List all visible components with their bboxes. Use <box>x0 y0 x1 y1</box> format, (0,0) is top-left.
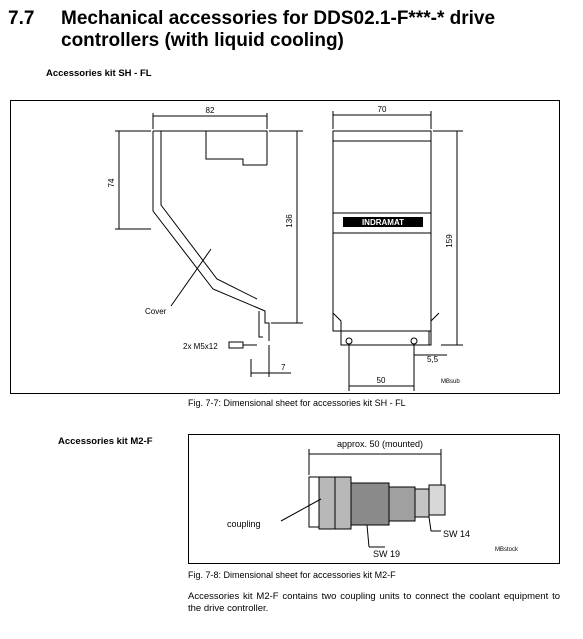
dim-159: 159 <box>445 234 454 248</box>
dim-50: 50 <box>377 376 386 385</box>
coupling-label: coupling <box>227 519 261 529</box>
approx-label: approx. 50 (mounted) <box>337 439 423 449</box>
dim-5-5: 5,5 <box>427 355 439 364</box>
kit2-heading: Accessories kit M2-F <box>58 436 153 447</box>
sw14-label: SW 14 <box>443 529 470 539</box>
sw19-label: SW 19 <box>373 549 400 559</box>
section-number: 7.7 <box>8 8 35 29</box>
section-title: Mechanical accessories for DDS02.1-F***-… <box>61 8 496 51</box>
kit1-caption: Fig. 7-7: Dimensional sheet for accessor… <box>188 398 406 408</box>
dim-7: 7 <box>281 363 286 372</box>
indramat-logo-plate <box>343 217 423 227</box>
dim-136: 136 <box>285 214 294 228</box>
kit1-heading: Accessories kit SH - FL <box>46 68 152 79</box>
kit2-caption: Fig. 7-8: Dimensional sheet for accessor… <box>188 570 396 580</box>
kit2-drawing: approx. 50 (mounted) coupling SW 19 SW 1… <box>227 439 519 559</box>
dim-74: 74 <box>107 178 116 187</box>
cover-label: Cover <box>145 307 167 316</box>
kit2-stamp: MBstock <box>495 547 519 553</box>
body-paragraph: Accessories kit M2-F contains two coupli… <box>188 591 560 614</box>
kit1-drawing: INDRAMAT 82 70 74 136 159 7 50 5,5 Cover… <box>107 105 463 391</box>
indramat-logo: INDRAMAT <box>362 218 404 227</box>
figure-kit-sh-fl: INDRAMAT 82 70 74 136 159 7 50 5,5 Cover… <box>10 100 560 394</box>
dim-82: 82 <box>206 106 215 115</box>
kit1-stamp: MBsub <box>441 379 460 385</box>
figure-kit-m2-f: approx. 50 (mounted) coupling SW 19 SW 1… <box>188 434 560 564</box>
dim-70: 70 <box>378 105 387 114</box>
screw-label: 2x M5x12 <box>183 342 218 351</box>
